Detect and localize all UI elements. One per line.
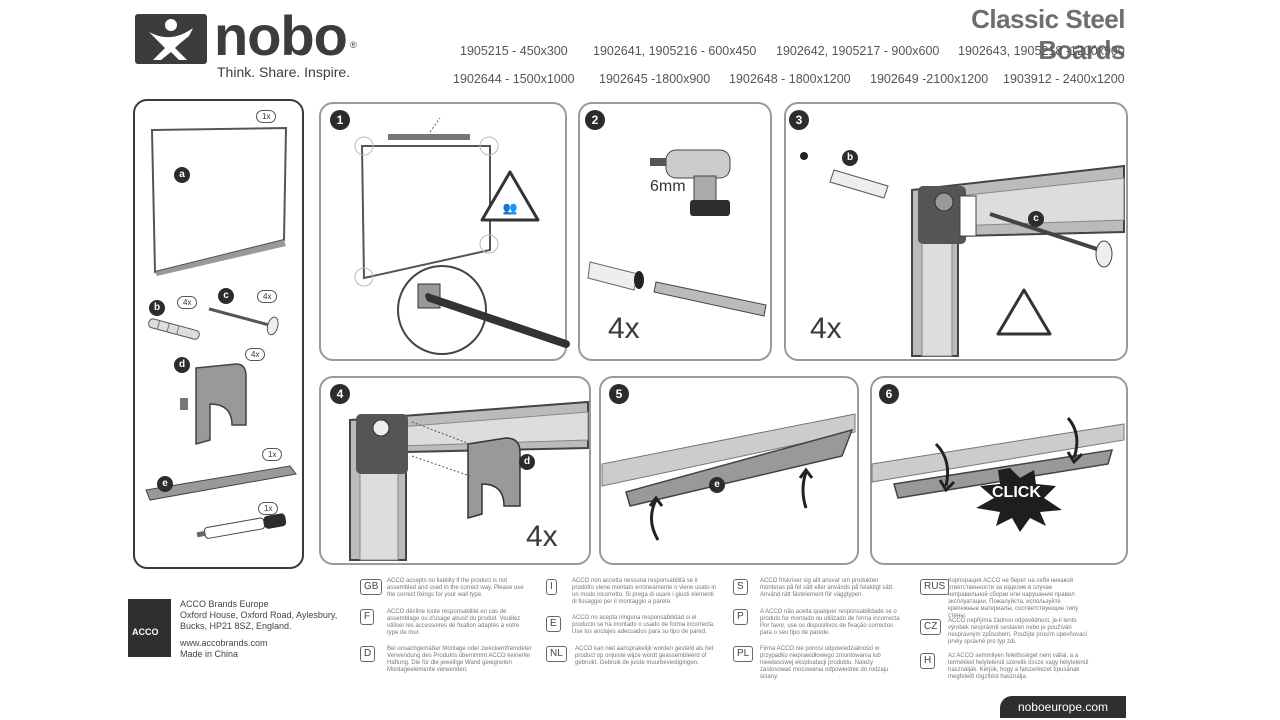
model-size: 1902648 - 1800x1200 (729, 72, 851, 86)
language-code: D (360, 646, 376, 662)
part-label-e: e (709, 477, 725, 493)
disclaimer-text: A ACCO não aceita qualquer responsabilid… (760, 609, 902, 636)
address-line: Bucks, HP21 8SZ, England. (180, 621, 292, 631)
disclaimer-text: ACCO décline toute responsabilité en cas… (387, 609, 521, 636)
step-number: 5 (609, 384, 629, 404)
address-line: Oxford House, Oxford Road, Aylesbury, (180, 610, 338, 620)
part-qty-badge: 4x (257, 290, 278, 303)
part-qty-badge: 4x (245, 348, 266, 361)
disclaimer-text: ACCO accepts no liability if the product… (387, 578, 524, 598)
tagline: Think. Share. Inspire. (217, 64, 351, 80)
step-number: 6 (879, 384, 899, 404)
svg-text:👥: 👥 (503, 201, 518, 215)
disclaimer-text: ACCO non accetta nessuna responsabilità … (572, 578, 717, 605)
part-label-d: d (519, 454, 535, 470)
part-label-a: a (174, 167, 190, 183)
part-label-c: c (1028, 211, 1044, 227)
part-label-c: c (218, 288, 234, 304)
drill-size: 6mm (650, 178, 686, 195)
model-size: 1902644 - 1500x1000 (453, 72, 575, 86)
language-code: F (360, 609, 375, 625)
part-label-b: b (842, 150, 858, 166)
acco-logo: ACCO (128, 599, 171, 657)
step-qty: 4x (810, 312, 842, 345)
acco-logo-text: ACCO (132, 627, 159, 637)
language-code: CZ (920, 619, 942, 635)
model-size: 1902643, 1905218 -1200x900 (958, 44, 1125, 58)
model-size: 1902641, 1905216 - 600x450 (593, 44, 757, 58)
disclaimer-text: ACCO kan niet aansprakelijk worden geste… (575, 646, 714, 666)
page-title: Classic Steel Boards (971, 4, 1125, 65)
disclaimer-text: Bei unsachgemäßer Montage oder zweckentf… (387, 646, 532, 673)
part-qty-badge: 1x (256, 110, 277, 123)
click-label: CLICK (992, 484, 1041, 501)
step-number: 2 (585, 110, 605, 130)
step-panel-2 (578, 102, 772, 361)
disclaimer-text: Az ACCO semmilyen felelősséget nem válla… (948, 653, 1089, 680)
disclaimer-text: ACCO friskriver sig allt ansvar om produ… (760, 578, 894, 598)
brand-name: nobo (214, 4, 348, 67)
language-code: S (733, 579, 748, 595)
step-qty: 4x (608, 312, 640, 345)
model-size: 1903912 - 2400x1200 (1003, 72, 1125, 86)
language-code: NL (546, 646, 567, 662)
model-size: 1905215 - 450x300 (460, 44, 568, 58)
model-size: 1902645 -1800x900 (599, 72, 711, 86)
part-qty-badge: 4x (177, 296, 198, 309)
part-qty-badge: 1x (262, 448, 283, 461)
part-qty-badge: 1x (258, 502, 279, 515)
language-code: GB (360, 579, 383, 595)
language-code: E (546, 616, 561, 632)
parts-list-panel (133, 99, 304, 569)
disclaimer-text: Корпорация ACCO не берет на себя никакой… (948, 578, 1079, 619)
website-badge[interactable]: noboeurope.com (1000, 696, 1126, 718)
model-size: 1902649 -2100x1200 (870, 72, 989, 86)
part-label-d: d (174, 357, 190, 373)
website-link[interactable]: www.accobrands.com (180, 638, 268, 648)
step-qty: 4x (526, 520, 558, 553)
disclaimer-text: Firma ACCO nie ponosi odpowiedzialności … (760, 646, 889, 680)
address-line: ACCO Brands Europe (180, 599, 269, 609)
language-code: P (733, 609, 748, 625)
step-number: 4 (330, 384, 350, 404)
language-code: PL (733, 646, 754, 662)
disclaimer-text: ACCO no acepta ninguna responsabilidad s… (572, 615, 715, 635)
step-number: 1 (330, 110, 350, 130)
step-number: 3 (789, 110, 809, 130)
disclaimer-text: ACCO nepřijímá žádnou odpovědnost, je-li… (948, 618, 1088, 645)
language-code: I (546, 579, 557, 595)
company-address: ACCO Brands Europe Oxford House, Oxford … (180, 599, 350, 660)
origin-text: Made in China (180, 649, 239, 659)
registered-mark: ® (350, 40, 357, 50)
part-label-e: e (157, 476, 173, 492)
language-code: H (920, 653, 936, 669)
language-code: RUS (920, 579, 950, 595)
acco-brands-text: BRANDS (130, 650, 162, 656)
part-label-b: b (149, 300, 165, 316)
nobo-logo-icon (135, 14, 207, 64)
model-size: 1902642, 1905217 - 900x600 (776, 44, 940, 58)
